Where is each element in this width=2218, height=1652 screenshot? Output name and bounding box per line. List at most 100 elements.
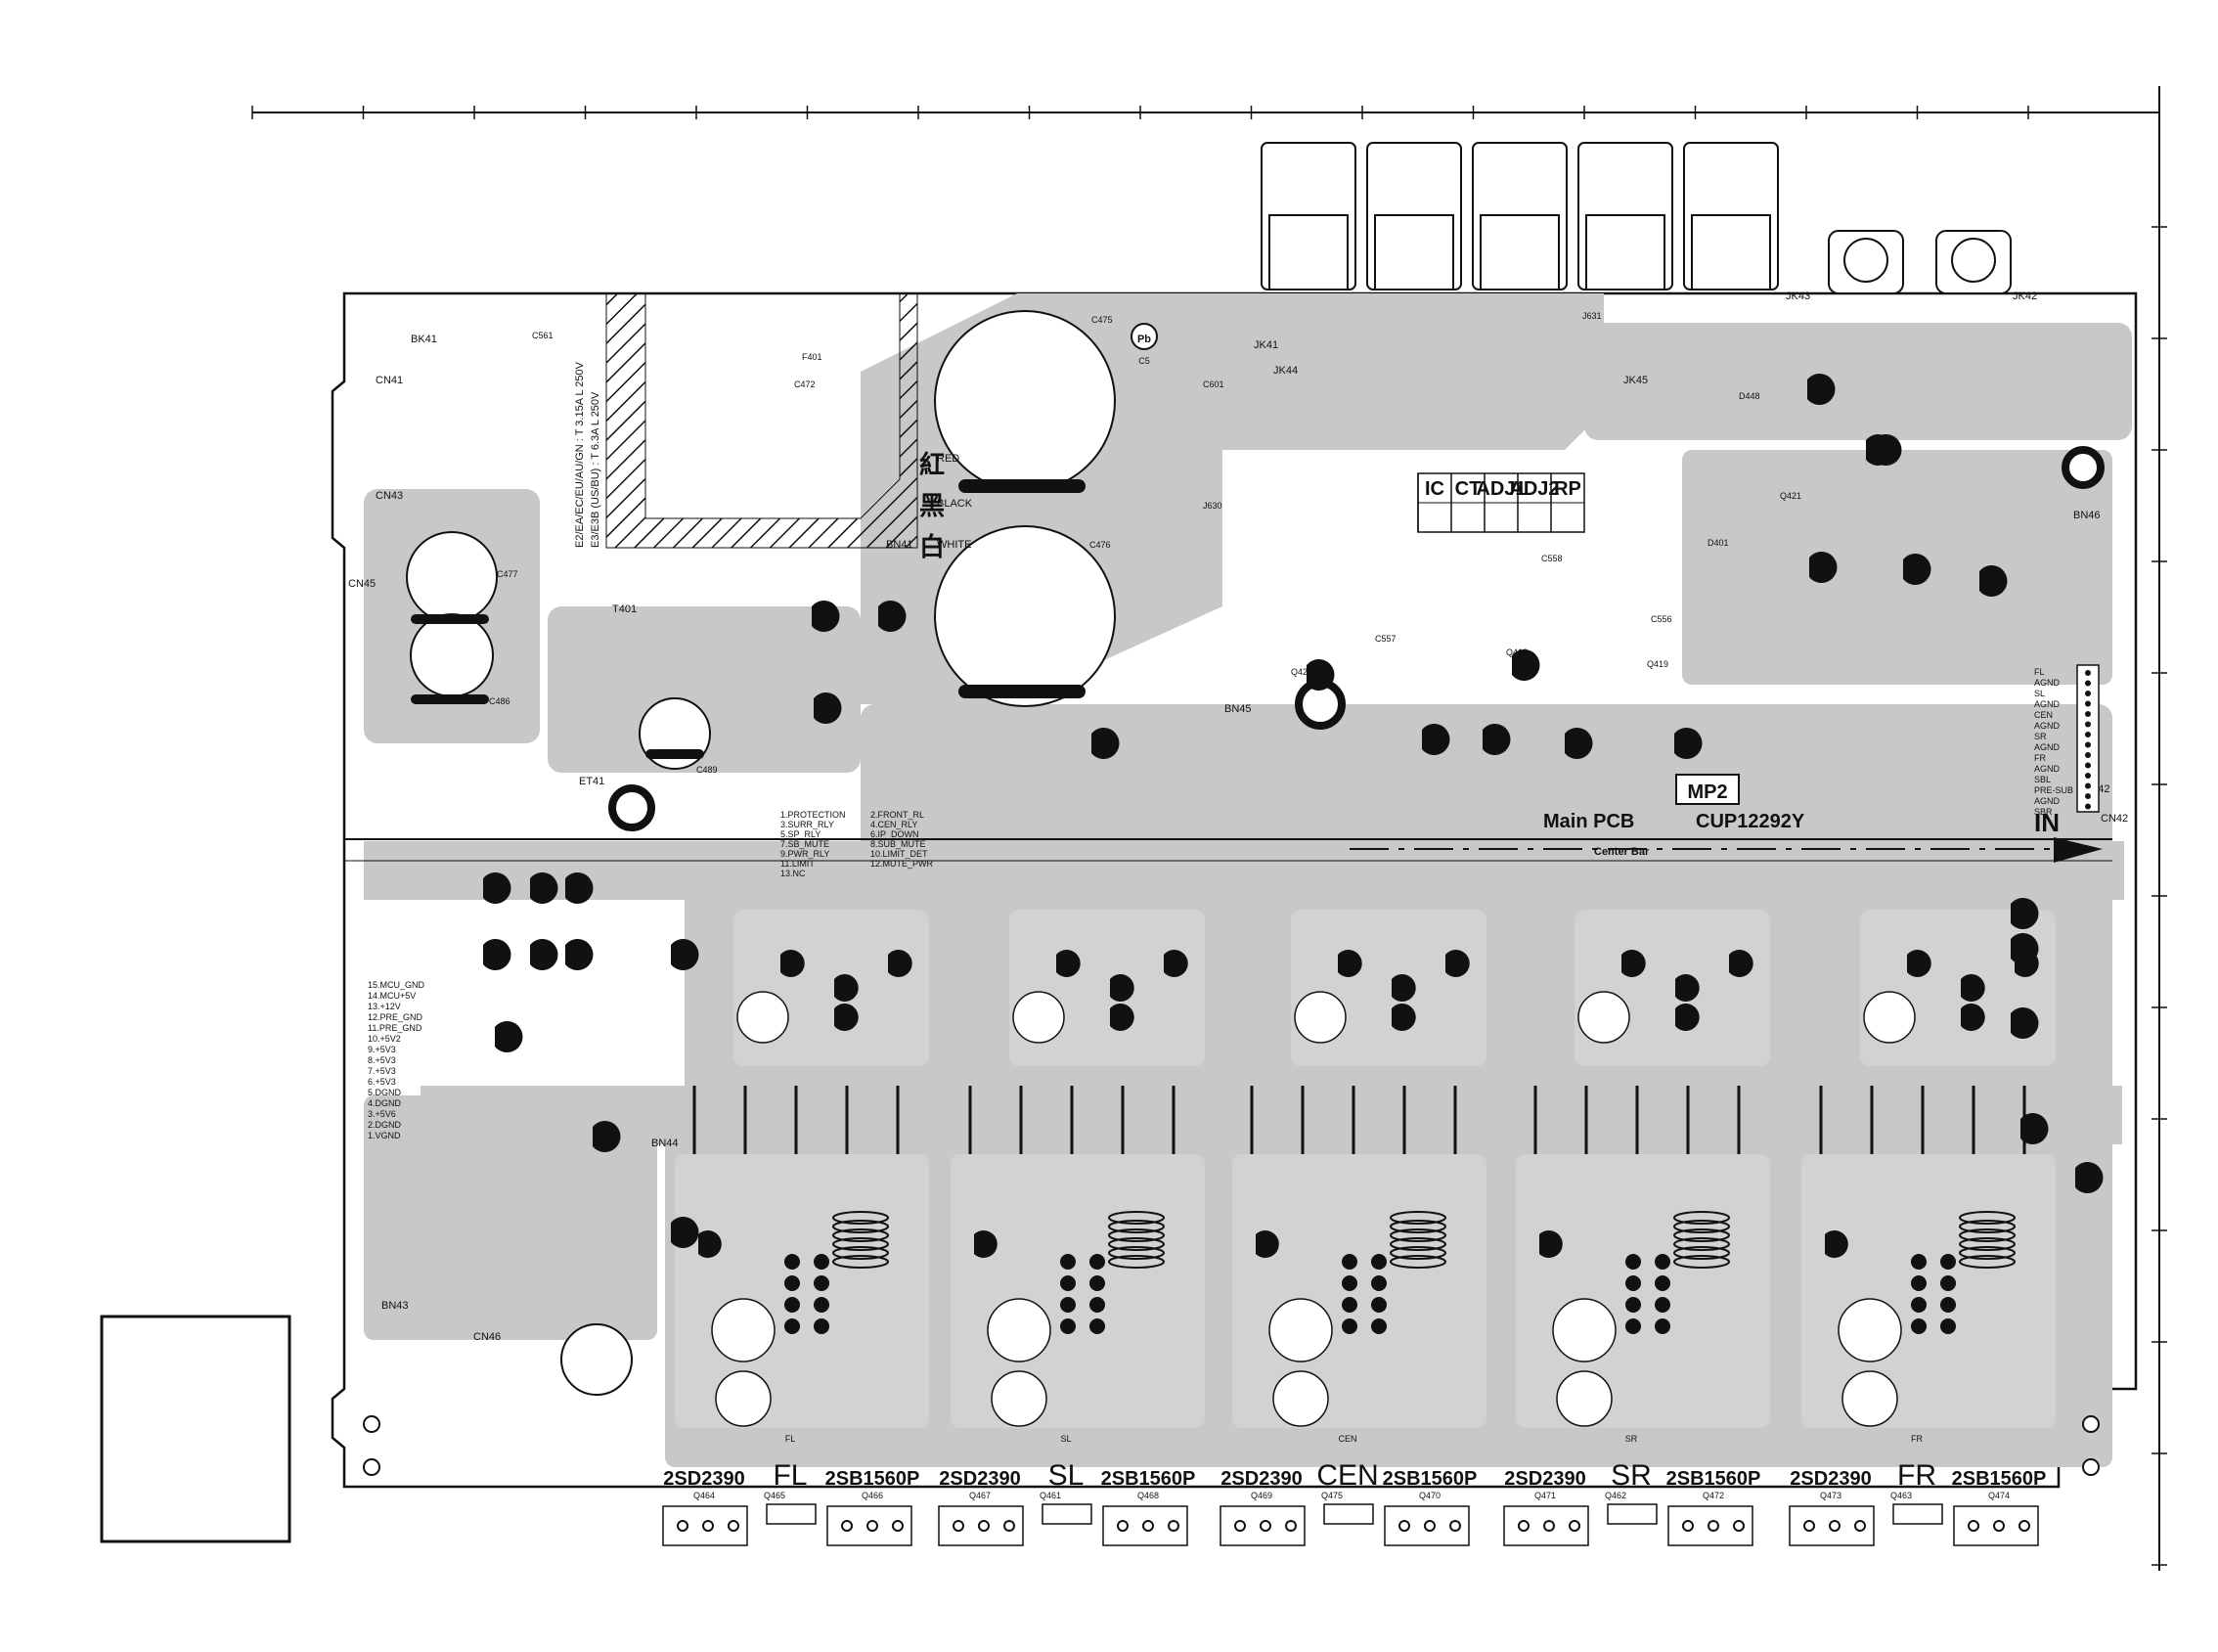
transistor-body <box>671 1217 699 1248</box>
bias-capacitor <box>736 991 789 1044</box>
wire-color-cn-black: 黑 <box>919 491 945 520</box>
relay-note-12: 12.MUTE_PWR <box>870 859 934 869</box>
output-coil-turn <box>832 1211 889 1225</box>
driver-transistor <box>1056 950 1081 978</box>
pin-entry-14: 2.DGND <box>368 1120 402 1130</box>
speaker-terminal <box>1042 1503 1092 1525</box>
output-pad-sr: SR <box>1625 1434 1638 1444</box>
transistor-body <box>530 939 558 970</box>
cap-c486 <box>410 613 494 697</box>
resistor-pad <box>1089 1318 1105 1334</box>
part-q421: Q421 <box>1780 491 1801 501</box>
resistor-pad <box>1371 1297 1387 1313</box>
output-coil-turn <box>1390 1237 1446 1251</box>
part-c557: C557 <box>1375 634 1397 644</box>
pin-hole <box>1854 1520 1866 1532</box>
right-output-pins: FLAGNDSLAGNDCENAGNDSRAGNDFRAGNDSBLPRE-SU… <box>2034 664 2100 817</box>
output-coil-turn <box>1390 1220 1446 1233</box>
right-transistor-ref: Q474 <box>1988 1491 2010 1500</box>
output-pin-pad <box>2085 762 2091 769</box>
part-f401: F401 <box>802 352 822 362</box>
pin-entry-4: 12.PRE_GND <box>368 1012 423 1022</box>
resistor-pad <box>814 1297 829 1313</box>
relay-note-7: 7.SB_MUTE <box>780 839 829 849</box>
ruler-ticks <box>251 106 2167 1566</box>
pin-hole <box>841 1520 853 1532</box>
driver-transistor <box>1675 1004 1700 1032</box>
mid-transistor-ref: Q461 <box>1040 1491 1061 1500</box>
misc-components <box>483 374 2104 1248</box>
right-transistor-type: 2SB1560P <box>1666 1468 1761 1490</box>
output-coil-turn <box>1959 1255 2016 1269</box>
resistor-pad <box>1089 1297 1105 1313</box>
transistor-body <box>565 939 594 970</box>
output-pin-agnd: AGND <box>2034 721 2061 731</box>
output-pin-pad <box>2085 782 2091 789</box>
output-coil-turn <box>1959 1228 2016 1242</box>
connector-bn44: BN44 <box>651 1138 679 1149</box>
pcb-label: Main PCB <box>1543 811 1634 832</box>
transistor-body <box>495 1021 523 1052</box>
output-coil-turn <box>1108 1237 1165 1251</box>
output-pin-pad <box>2085 691 2091 696</box>
connector-cn41: CN41 <box>376 375 403 386</box>
output-pin-pad <box>2085 803 2091 810</box>
output-coil-turn <box>1673 1228 1730 1242</box>
left-transistor-type: 2SD2390 <box>1220 1468 1302 1490</box>
resistor-pad <box>1371 1318 1387 1334</box>
part-c489: C489 <box>696 765 718 775</box>
transistor-body <box>812 601 840 632</box>
relay-note-3: 3.SURR_RLY <box>780 820 834 829</box>
pin-hole <box>1142 1520 1154 1532</box>
output-coil-turn <box>1108 1220 1165 1233</box>
relay-note-1: 1.PROTECTION <box>780 810 846 820</box>
part-j631: J631 <box>1582 311 1602 321</box>
output-capacitor-a <box>987 1298 1051 1362</box>
left-transistor-type: 2SD2390 <box>663 1468 744 1490</box>
pin-hole <box>2018 1520 2030 1532</box>
part-q418: Q418 <box>1506 647 1528 657</box>
in-marker: IN <box>2034 808 2060 837</box>
model-label: MP2 <box>1687 781 1727 803</box>
pin-hole <box>1682 1520 1694 1532</box>
part-c472: C472 <box>794 380 816 389</box>
output-capacitor-a <box>1268 1298 1333 1362</box>
connector-labels: BK41CN41CN42CN43CN45BN41BN42BN43BN44BN45… <box>348 290 2128 1343</box>
transistor-body <box>565 872 594 904</box>
adjust-header-ct: CT <box>1455 478 1482 500</box>
adjust-header-rp: RP <box>1554 478 1581 500</box>
pin-hole <box>978 1520 990 1532</box>
speaker-terminal <box>766 1503 817 1525</box>
output-section <box>1801 1154 2056 1428</box>
output-pin-fl: FL <box>2034 667 2045 677</box>
driver-transistor <box>1907 950 1931 978</box>
pin-hole <box>1968 1520 1979 1532</box>
relay-note-5: 5.SP_RLY <box>780 829 821 839</box>
transistor-body <box>1979 565 2008 597</box>
resistor-pad <box>1940 1275 1956 1291</box>
top-part-labels: C475C476C477C486C489C601C472F401J630J631… <box>489 311 1801 775</box>
transistor-body <box>814 692 842 724</box>
pin-entry-2: 14.MCU+5V <box>368 991 416 1001</box>
pin-hole <box>1285 1520 1297 1532</box>
resistor-pad <box>814 1254 829 1270</box>
rear-jacks <box>1261 142 2012 294</box>
output-coil-turn <box>832 1228 889 1242</box>
resistor-pad <box>1911 1318 1927 1334</box>
fuse-note-1: E2/EA/EC/EU/AU/GN : T 3.15A L 250V <box>574 361 586 548</box>
bias-capacitor <box>1863 991 1916 1044</box>
isolation-hatch <box>605 292 918 549</box>
part-c601: C601 <box>1203 380 1224 389</box>
part-c475: C475 <box>1091 315 1113 325</box>
connector-cn43: CN43 <box>376 490 403 502</box>
resistor-pad <box>1911 1297 1927 1313</box>
resistor-pad <box>1089 1254 1105 1270</box>
connector-jk44: JK44 <box>1273 365 1298 377</box>
resistor-pad <box>1625 1275 1641 1291</box>
pin-hole <box>1518 1520 1530 1532</box>
